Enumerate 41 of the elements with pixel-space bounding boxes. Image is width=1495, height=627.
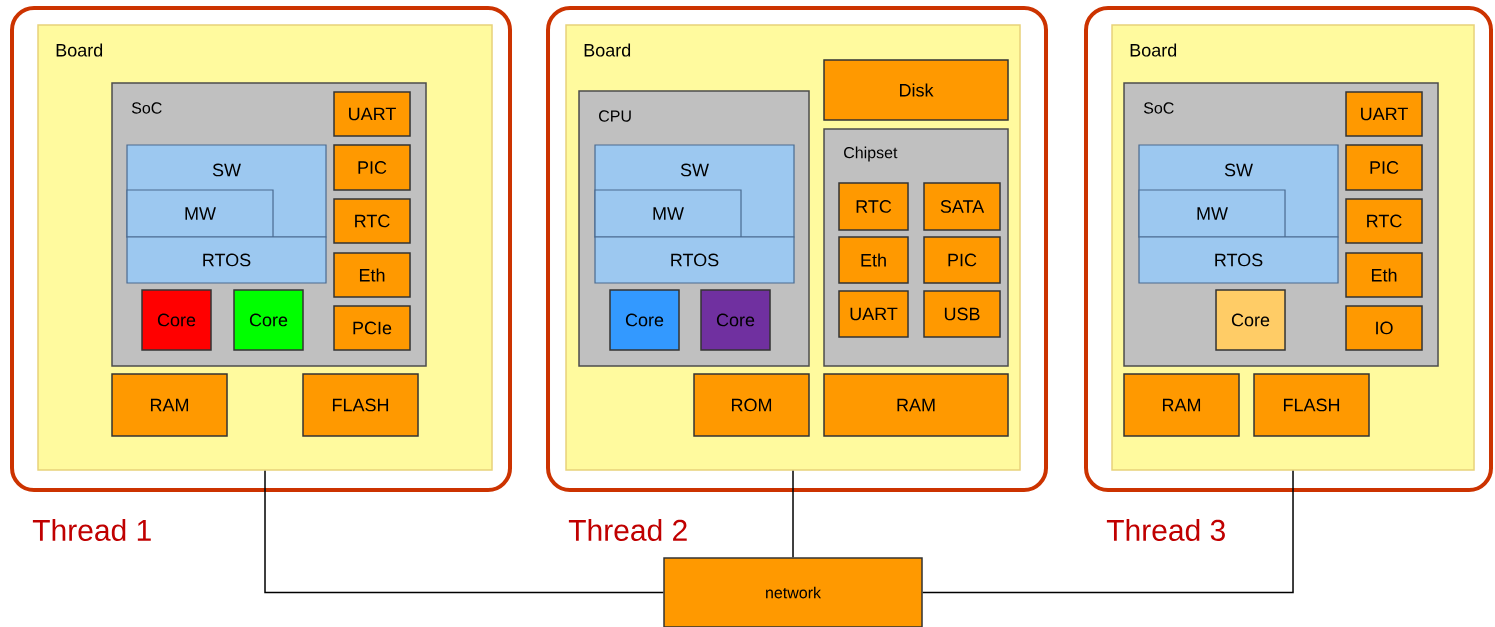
core-box: Core	[1215, 289, 1286, 351]
software-layer: RTOS	[594, 236, 795, 284]
component-box: PCIe	[333, 305, 411, 351]
connector-line	[264, 470, 664, 594]
component-box: SATA	[923, 182, 1001, 231]
component-box: Eth	[333, 252, 411, 298]
component-box: PIC	[923, 236, 1001, 284]
node-label: Thread 3	[1106, 518, 1225, 542]
software-layer: MW	[1138, 189, 1286, 238]
component-box: Eth	[1345, 252, 1423, 298]
core-box: Core	[700, 289, 771, 351]
core-box: Core	[141, 289, 212, 351]
component-box: RAM	[1123, 373, 1240, 437]
component-box: PIC	[1345, 144, 1423, 191]
component-box: UART	[333, 91, 411, 137]
component-box: UART	[1345, 91, 1423, 137]
software-layer: RTOS	[126, 236, 327, 284]
node-label: Thread 1	[32, 518, 151, 542]
connector-line	[922, 470, 1294, 594]
component-box: RTC	[1345, 198, 1423, 244]
software-layer: MW	[594, 189, 742, 238]
component-box: PIC	[333, 144, 411, 191]
component-box: IO	[1345, 305, 1423, 351]
software-layer: RTOS	[1138, 236, 1339, 284]
component-box: ROM	[693, 373, 810, 437]
core-box: Core	[609, 289, 680, 351]
component-box: UART	[838, 290, 909, 338]
component-box: RTC	[838, 182, 909, 231]
software-layer: MW	[126, 189, 274, 238]
core-box: Core	[233, 289, 304, 351]
node-label: Thread 2	[568, 518, 687, 542]
component-box: FLASH	[1253, 373, 1370, 437]
component-box: RTC	[333, 198, 411, 244]
component-box: Eth	[838, 236, 909, 284]
component-box: RAM	[111, 373, 228, 437]
component-box: Disk	[823, 59, 1009, 121]
component-box: USB	[923, 290, 1001, 338]
component-box: RAM	[823, 373, 1009, 437]
network-box: network	[663, 557, 923, 627]
component-box: FLASH	[302, 373, 419, 437]
connector-line	[792, 470, 794, 558]
